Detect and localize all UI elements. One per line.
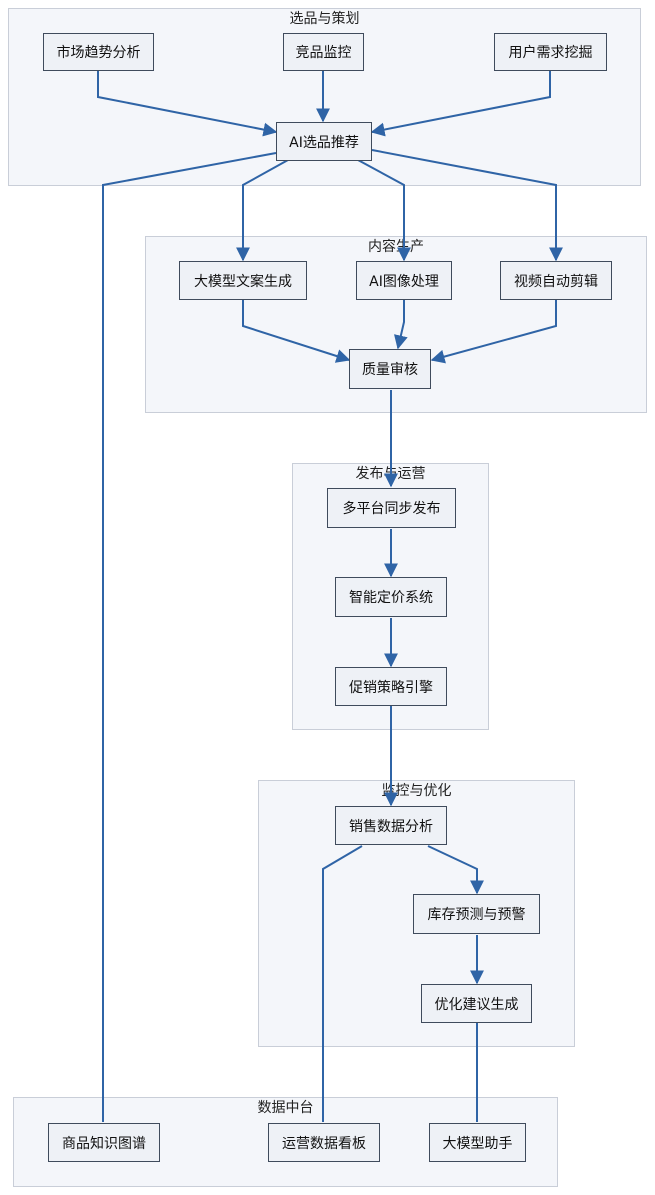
group-monitor-label: 监控与优化 — [381, 783, 452, 799]
node-llm-assistant[interactable]: 大模型助手 — [429, 1123, 526, 1162]
group-publish-label: 发布与运营 — [355, 466, 426, 482]
node-video-edit[interactable]: 视频自动剪辑 — [500, 261, 612, 300]
node-optimize-suggestion[interactable]: 优化建议生成 — [421, 984, 532, 1023]
node-competitor-monitor[interactable]: 竞品监控 — [283, 33, 364, 71]
node-inventory-forecast[interactable]: 库存预测与预警 — [413, 894, 540, 934]
node-llm-copy[interactable]: 大模型文案生成 — [179, 261, 307, 300]
node-ai-pick[interactable]: AI选品推荐 — [276, 122, 372, 161]
node-sales-analysis[interactable]: 销售数据分析 — [335, 806, 447, 845]
node-ai-image[interactable]: AI图像处理 — [356, 261, 452, 300]
node-ops-dashboard[interactable]: 运营数据看板 — [268, 1123, 380, 1162]
group-platform-label: 数据中台 — [257, 1100, 314, 1116]
node-knowledge-graph[interactable]: 商品知识图谱 — [48, 1123, 160, 1162]
node-quality-review[interactable]: 质量审核 — [349, 349, 431, 389]
node-multi-publish[interactable]: 多平台同步发布 — [327, 488, 456, 528]
node-smart-pricing[interactable]: 智能定价系统 — [335, 577, 447, 617]
group-content-label: 内容生产 — [368, 239, 424, 255]
node-user-needs[interactable]: 用户需求挖掘 — [494, 33, 607, 71]
node-market-trend[interactable]: 市场趋势分析 — [43, 33, 154, 71]
node-promotion-engine[interactable]: 促销策略引擎 — [335, 667, 447, 706]
group-selection-label: 选品与策划 — [289, 11, 360, 27]
